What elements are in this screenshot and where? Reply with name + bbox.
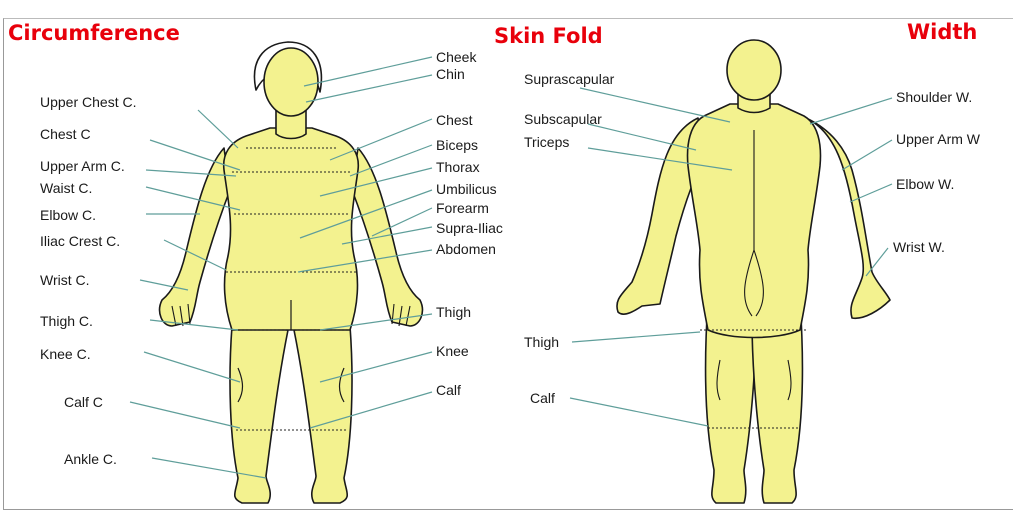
label-supra-iliac: Supra-Iliac xyxy=(436,220,503,236)
label-wrist-w: Wrist W. xyxy=(893,239,945,255)
label-calf-front: Calf xyxy=(436,382,461,398)
label-wrist-c: Wrist C. xyxy=(40,272,90,288)
label-thigh-front: Thigh xyxy=(436,304,471,320)
label-upper-chest-c: Upper Chest C. xyxy=(40,94,136,110)
label-biceps: Biceps xyxy=(436,137,478,153)
label-triceps: Triceps xyxy=(524,134,569,150)
label-waist-c: Waist C. xyxy=(40,180,92,196)
label-ankle-c: Ankle C. xyxy=(64,451,117,467)
label-chin: Chin xyxy=(436,66,465,82)
label-thigh-c: Thigh C. xyxy=(40,313,93,329)
label-suprascapular: Suprascapular xyxy=(524,71,614,87)
label-calf-c: Calf C xyxy=(64,394,103,410)
label-upper-arm-w: Upper Arm W xyxy=(896,131,980,147)
label-chest: Chest xyxy=(436,112,473,128)
label-chest-c: Chest C xyxy=(40,126,91,142)
label-umbilicus: Umbilicus xyxy=(436,181,497,197)
label-thigh-back: Thigh xyxy=(524,334,559,350)
back-body-figure xyxy=(617,40,890,503)
label-subscapular: Subscapular xyxy=(524,111,602,127)
label-cheek: Cheek xyxy=(436,49,476,65)
label-upper-arm-c: Upper Arm C. xyxy=(40,158,125,174)
label-abdomen: Abdomen xyxy=(436,241,496,257)
label-thorax: Thorax xyxy=(436,159,480,175)
label-iliac-crest-c: Iliac Crest C. xyxy=(40,233,120,249)
label-elbow-c: Elbow C. xyxy=(40,207,96,223)
label-knee-c: Knee C. xyxy=(40,346,91,362)
label-forearm: Forearm xyxy=(436,200,489,216)
label-knee: Knee xyxy=(436,343,469,359)
label-calf-back: Calf xyxy=(530,390,555,406)
label-shoulder-w: Shoulder W. xyxy=(896,89,972,105)
label-elbow-w: Elbow W. xyxy=(896,176,954,192)
